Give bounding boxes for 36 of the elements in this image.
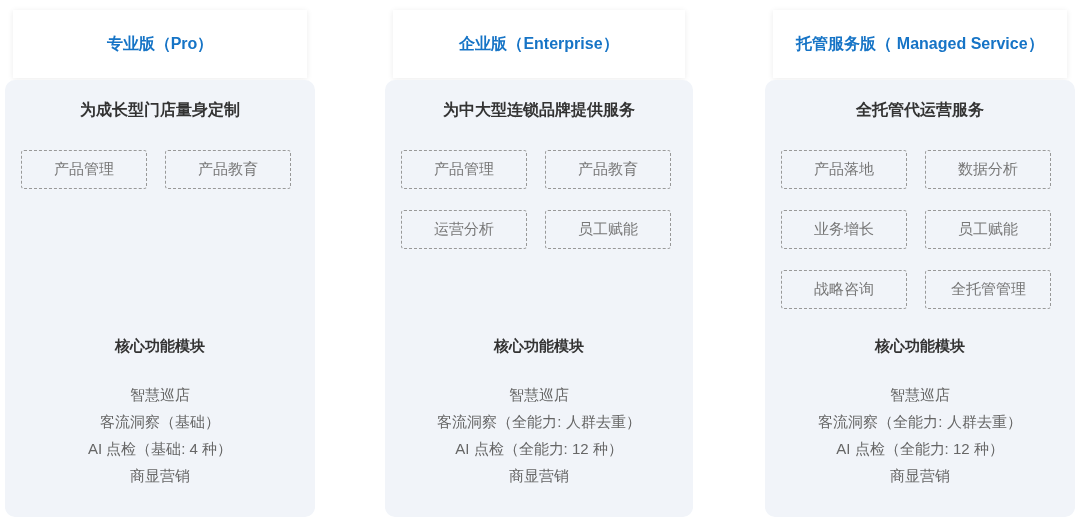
feature-item: 智慧巡店: [509, 386, 569, 403]
service-tag: 产品教育: [165, 150, 291, 189]
service-tag: 产品教育: [545, 150, 671, 189]
section-heading: 核心功能模块: [494, 337, 584, 354]
feature-item: AI 点检（基础: 4 种）: [87, 440, 233, 457]
feature-item: 智慧巡店: [130, 386, 190, 403]
feature-item: 客流洞察（基础）: [100, 413, 220, 430]
plan-title: 专业版（Pro）: [106, 33, 214, 54]
service-tag: 员工赋能: [925, 210, 1051, 249]
service-tag: 数据分析: [925, 150, 1051, 189]
feature-item: 商显营销: [890, 467, 950, 484]
service-tag: 员工赋能: [545, 210, 671, 249]
service-tag: 业务增长: [781, 210, 907, 249]
plan-panel: [765, 80, 1075, 517]
plan-panel: [5, 80, 315, 517]
feature-item: 客流洞察（全能力: 人群去重）: [818, 413, 1022, 430]
service-tag: 全托管管理: [925, 270, 1051, 309]
feature-item: AI 点检（全能力: 12 种）: [455, 440, 623, 457]
feature-item: AI 点检（全能力: 12 种）: [836, 440, 1004, 457]
service-tag: 产品管理: [401, 150, 527, 189]
plan-panel: [385, 80, 693, 517]
section-heading: 核心功能模块: [115, 337, 205, 354]
service-tag: 产品管理: [21, 150, 147, 189]
plan-title: 托管服务版（ Managed Service）: [796, 33, 1044, 54]
feature-item: 智慧巡店: [890, 386, 950, 403]
service-tag: 产品落地: [781, 150, 907, 189]
plan-subtitle: 全托管代运营服务: [856, 101, 984, 118]
plan-subtitle: 为成长型门店量身定制: [80, 101, 240, 118]
feature-item: 商显营销: [130, 467, 190, 484]
section-heading: 核心功能模块: [875, 337, 965, 354]
service-tag: 运营分析: [401, 210, 527, 249]
plan-subtitle: 为中大型连锁品牌提供服务: [443, 101, 635, 118]
feature-item: 商显营销: [509, 467, 569, 484]
service-tag: 战略咨询: [781, 270, 907, 309]
plan-title: 企业版（Enterprise）: [459, 33, 619, 54]
feature-item: 客流洞察（全能力: 人群去重）: [437, 413, 641, 430]
